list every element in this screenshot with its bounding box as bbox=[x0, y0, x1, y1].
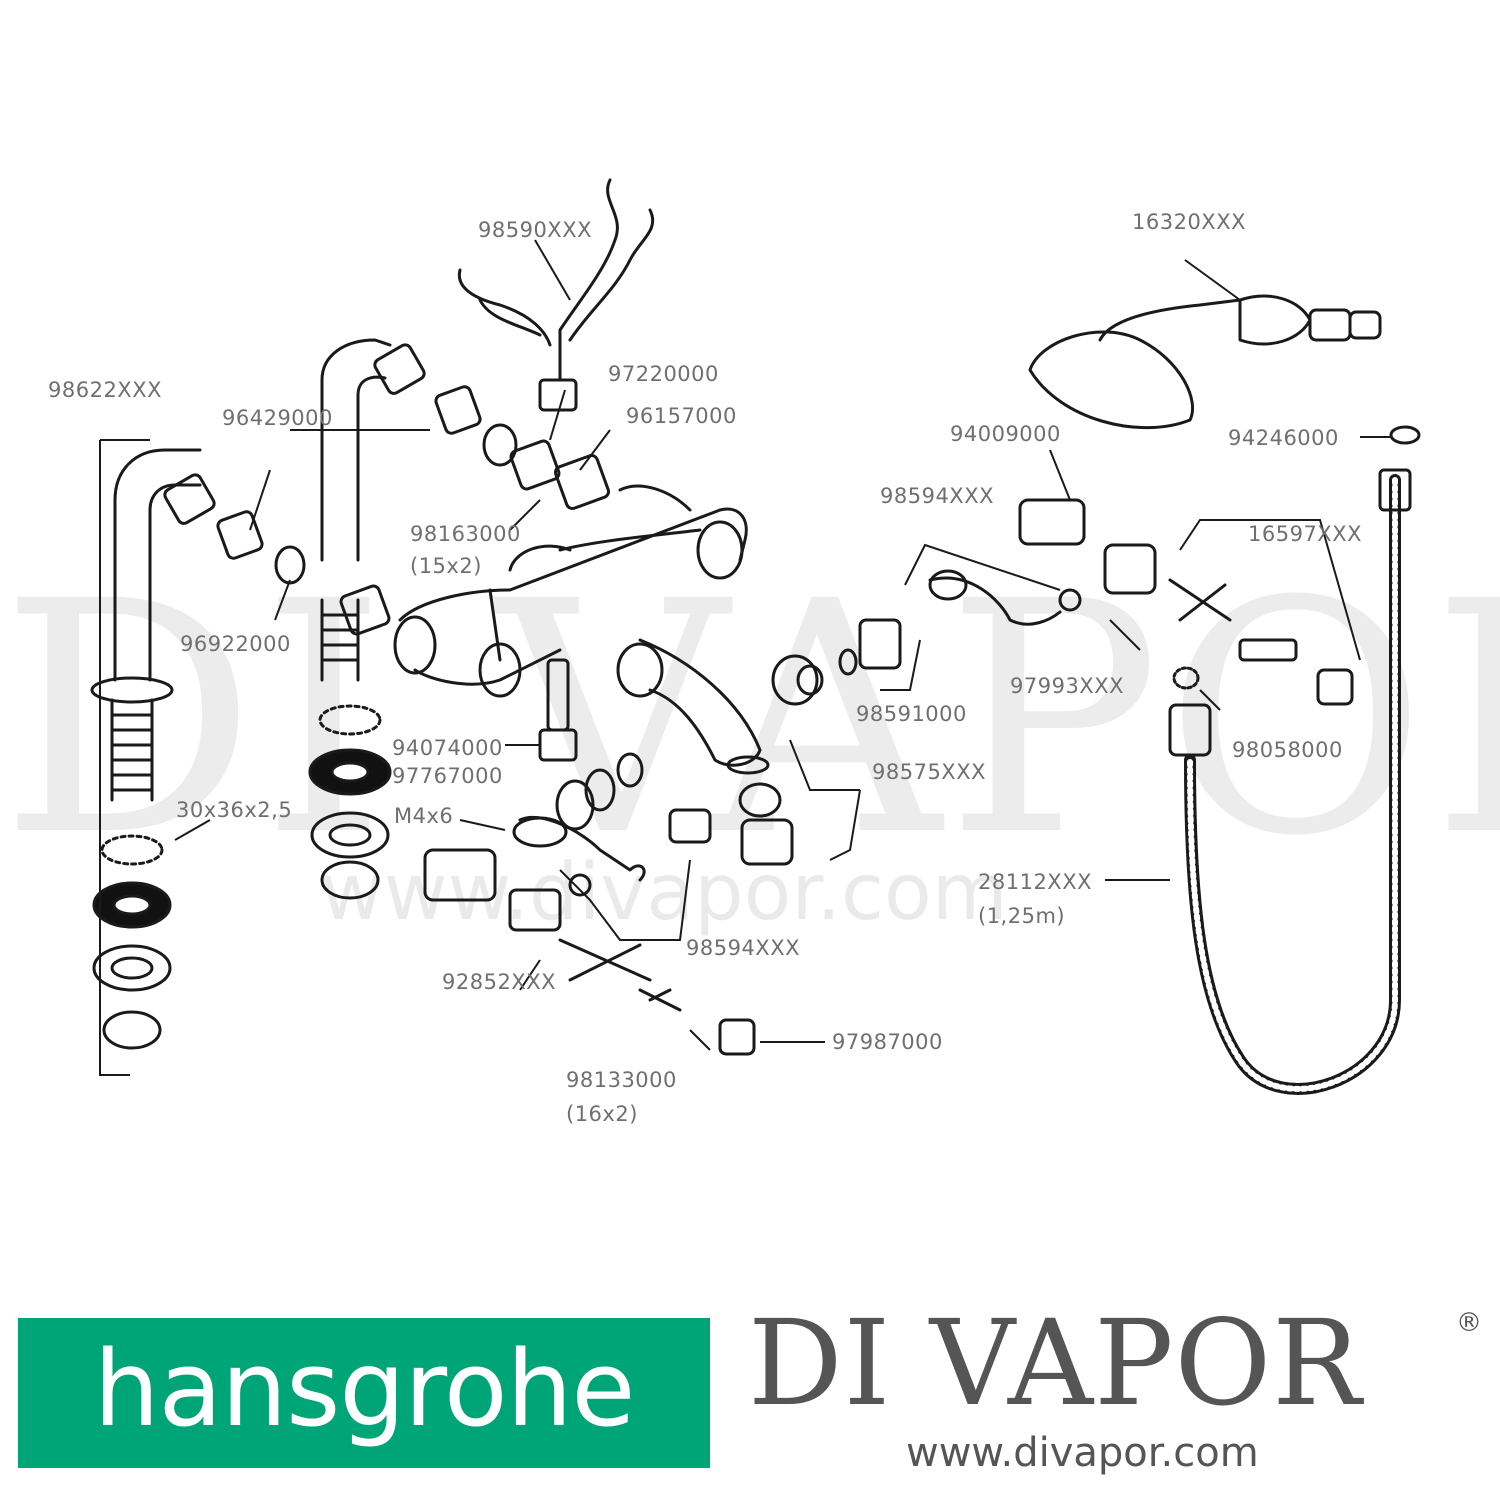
label-washer-b: 96922000 bbox=[180, 632, 291, 656]
label-shower-cartridge: 94009000 bbox=[950, 422, 1061, 446]
divapor-url[interactable]: www.divapor.com bbox=[906, 1430, 1259, 1476]
label-cartridge-a: 94074000 bbox=[392, 736, 503, 760]
label-spout-left: 98622XXX bbox=[48, 378, 162, 402]
label-cap-b-size: (16x2) bbox=[566, 1102, 638, 1126]
watermark-url: www.divapor.com bbox=[320, 848, 1008, 938]
label-seal-size: 30x36x2,5 bbox=[176, 798, 293, 822]
hansgrohe-logo: hansgrohe bbox=[18, 1318, 710, 1468]
label-filter: 94246000 bbox=[1228, 426, 1339, 450]
label-insert-size: (15x2) bbox=[410, 554, 482, 578]
label-handle-set-a: 98594XXX bbox=[880, 484, 994, 508]
label-hose: 28112XXX bbox=[978, 870, 1092, 894]
label-index: 97987000 bbox=[832, 1030, 943, 1054]
label-hose-length: (1,25m) bbox=[978, 904, 1066, 928]
label-aerator: 98575XXX bbox=[872, 760, 986, 784]
mixer-body bbox=[393, 484, 762, 767]
exploded-parts-diagram bbox=[90, 178, 1421, 1095]
divapor-brand-name: DI VAPOR bbox=[748, 1294, 1363, 1432]
label-diverter: 98591000 bbox=[856, 702, 967, 726]
registered-mark: ® bbox=[1456, 1308, 1482, 1338]
label-cap-b: 98133000 bbox=[566, 1068, 677, 1092]
label-nut-b: 97993XXX bbox=[1010, 674, 1124, 698]
label-shower: 16320XXX bbox=[1132, 210, 1246, 234]
label-seal-b: 98058000 bbox=[1232, 738, 1343, 762]
hand-shower bbox=[1028, 294, 1382, 430]
label-ring-a: 97767000 bbox=[392, 764, 503, 788]
left-spout-tube bbox=[90, 448, 216, 802]
watermark-text: DI VAPOR® bbox=[0, 534, 1500, 906]
label-cap-a: 92852XXX bbox=[442, 970, 556, 994]
label-screw: M4x6 bbox=[394, 804, 454, 828]
label-connector-a: 96429000 bbox=[222, 406, 333, 430]
label-nut-a: 96157000 bbox=[626, 404, 737, 428]
label-insert: 98163000 bbox=[410, 522, 521, 546]
label-holder: 98590XXX bbox=[478, 218, 592, 242]
right-spout-tube bbox=[320, 338, 426, 682]
divapor-brand: DI VAPOR ® www.divapor.com bbox=[748, 1294, 1488, 1494]
hansgrohe-logo-text: hansgrohe bbox=[93, 1328, 636, 1450]
label-handle-set-b: 98594XXX bbox=[686, 936, 800, 960]
label-cross-handle: 16597XXX bbox=[1248, 522, 1362, 546]
label-washer-a: 97220000 bbox=[608, 362, 719, 386]
